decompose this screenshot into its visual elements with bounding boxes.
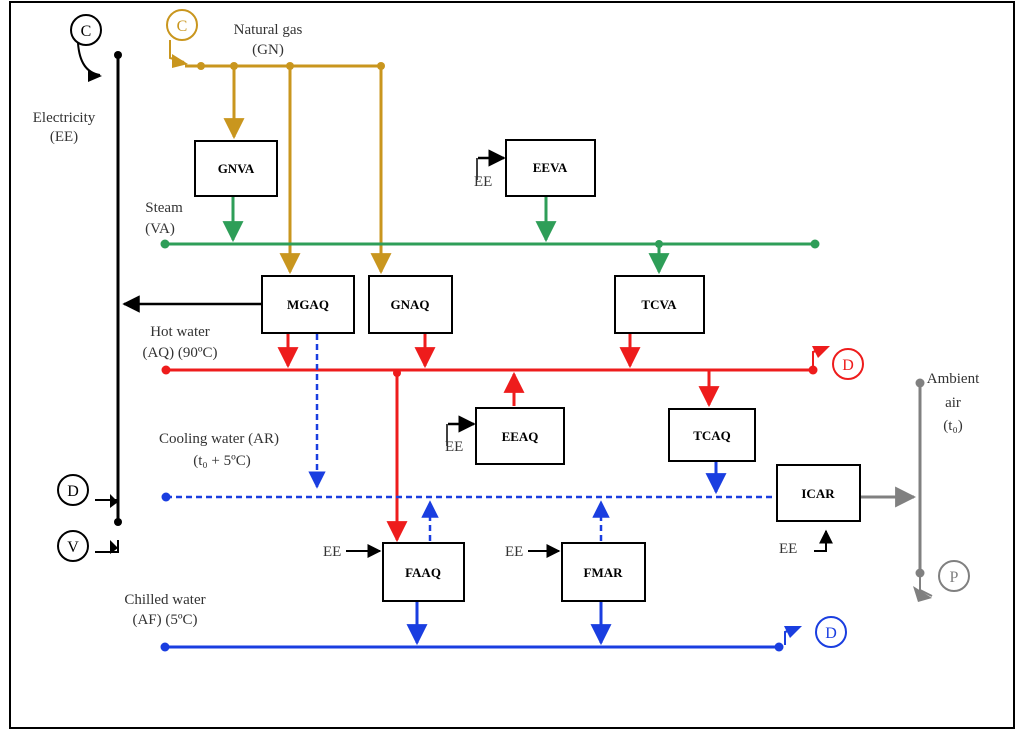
node-d-electricity-label: D (67, 483, 79, 500)
node-d-hot: D (832, 348, 864, 380)
box-fmar-label: FMAR (584, 565, 624, 580)
natural-gas-label-line1: Natural gas (234, 22, 303, 38)
ambient-label-line2: air (945, 395, 961, 411)
natural-gas-label-line2: (GN) (252, 42, 284, 58)
box-tcaq: TCAQ (668, 408, 756, 462)
box-icar: ICAR (776, 464, 861, 522)
ambient-air-bus (860, 378, 933, 602)
hot-water-bus (161, 334, 830, 543)
box-fmar: FMAR (561, 542, 646, 602)
ee-label-fmar: EE (505, 544, 523, 560)
node-v-electricity-label: V (67, 539, 79, 556)
node-d-electricity: D (57, 474, 89, 506)
ee-label-eeaq: EE (445, 439, 463, 455)
box-gnva-label: GNVA (218, 161, 255, 176)
chilled-water-label-line2: (AF) (5ºC) (132, 612, 197, 628)
node-c-gas: C (166, 9, 198, 41)
box-faaq-label: FAAQ (405, 565, 441, 580)
box-gnaq: GNAQ (368, 275, 453, 334)
ambient-label-line1: Ambient (927, 371, 980, 387)
chilled-water-label-line1: Chilled water (124, 592, 205, 608)
cooling-water-bus (161, 334, 776, 541)
box-gnaq-label: GNAQ (391, 297, 430, 312)
ee-input-faaq: EE (323, 544, 382, 560)
box-tcaq-label: TCAQ (693, 428, 731, 443)
electricity-bus (77, 42, 122, 554)
hot-water-label-line2: (AQ) (90ºC) (142, 345, 217, 361)
box-eeva: EEVA (505, 139, 596, 197)
box-faaq: FAAQ (382, 542, 465, 602)
box-gnva: GNVA (194, 140, 278, 197)
steam-bus (160, 196, 820, 275)
node-d-chilled: D (815, 616, 847, 648)
node-d-hot-label: D (842, 357, 854, 374)
diagram-frame (9, 1, 1015, 729)
ambient-label-line3: (t₀) (943, 418, 962, 434)
box-eeaq: EEAQ (475, 407, 565, 465)
ee-label-icar: EE (779, 541, 797, 557)
cooling-water-label-line2: (t₀ + 5ºC) (193, 453, 251, 469)
node-c-electricity-label: C (81, 23, 92, 40)
ee-input-eeaq: EE (445, 415, 476, 455)
node-c-electricity: C (70, 14, 102, 46)
box-tcva: TCVA (614, 275, 705, 334)
box-tcva-label: TCVA (641, 297, 677, 312)
ee-label-faaq: EE (323, 544, 341, 560)
node-c-gas-label: C (177, 18, 188, 35)
steam-label-line1: Steam (145, 200, 183, 216)
ee-input-icar: EE (779, 529, 833, 557)
cooling-water-label-line1: Cooling water (AR) (159, 431, 279, 447)
hot-water-label-line1: Hot water (150, 324, 210, 340)
node-p-ambient: P (938, 560, 970, 592)
box-eeva-label: EEVA (533, 160, 568, 175)
ee-label-eeva: EE (474, 174, 492, 190)
ee-input-fmar: EE (505, 544, 561, 560)
steam-label-line2: (VA) (145, 221, 175, 237)
electricity-label-line1: Electricity (33, 110, 96, 126)
box-eeaq-label: EEAQ (502, 429, 539, 444)
electricity-label-line2: (EE) (50, 129, 78, 145)
node-v-electricity: V (57, 530, 89, 562)
node-d-chilled-label: D (825, 625, 837, 642)
box-mgaq: MGAQ (261, 275, 355, 334)
natural-gas-bus (169, 40, 392, 275)
box-icar-label: ICAR (801, 486, 835, 501)
chilled-water-bus (160, 602, 802, 652)
ee-input-eeva: EE (474, 149, 506, 190)
box-mgaq-label: MGAQ (287, 297, 329, 312)
node-p-ambient-label: P (950, 569, 959, 586)
